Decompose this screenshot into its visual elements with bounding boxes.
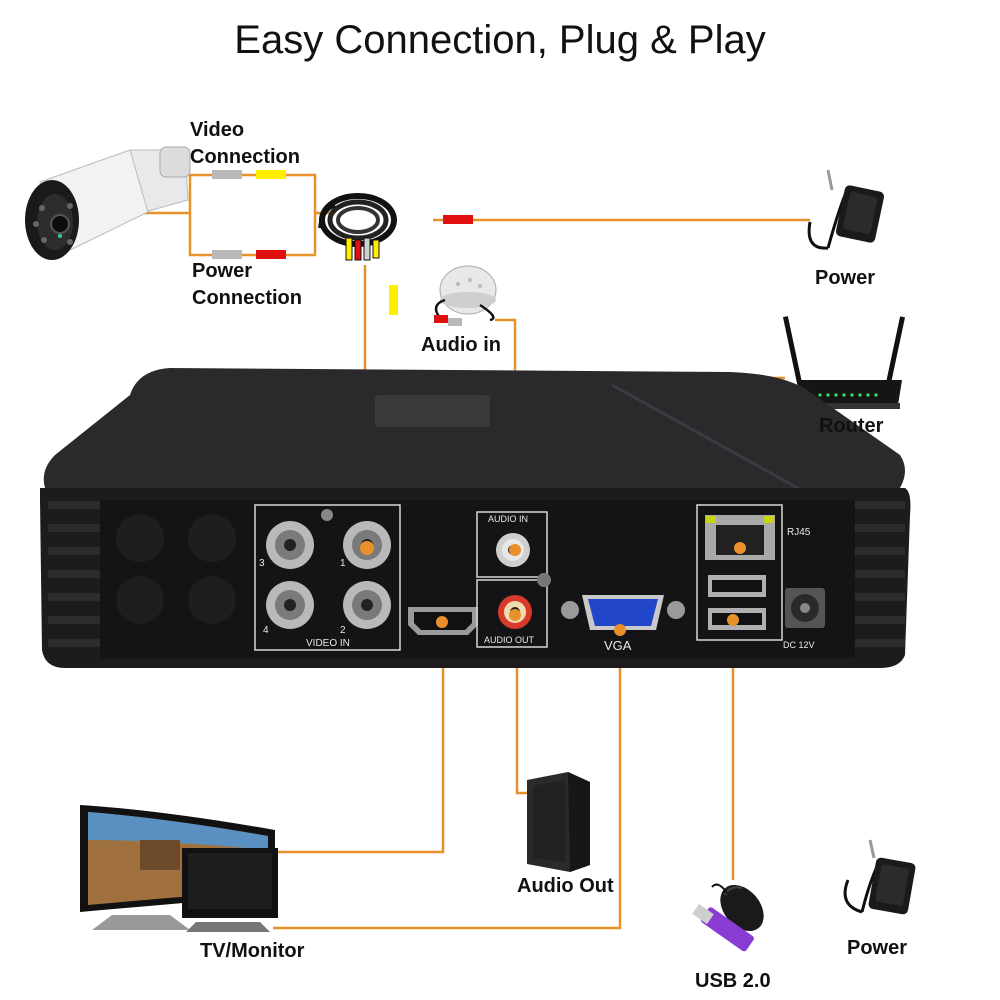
router-label: Router (819, 415, 884, 437)
router-icon (782, 316, 906, 409)
hdmi-line (270, 623, 445, 854)
bnc-number-2: 2 (340, 625, 346, 636)
power-connection-line1: Power (192, 260, 253, 282)
dc-power-jack (785, 588, 825, 628)
connection-dots (360, 541, 746, 636)
rj45-label: RJ45 (787, 527, 811, 538)
cable-coil-icon (318, 193, 397, 261)
video-connection-label: Video Connection (190, 117, 300, 171)
tv-monitor-icon (80, 805, 278, 932)
power-connection-line2: Connection (192, 287, 302, 309)
video-connection-line1: Video (190, 119, 245, 141)
power-top-label: Power (815, 267, 876, 289)
dvr-device (40, 368, 911, 668)
camera-split-loop (188, 173, 317, 257)
power-adapter-bottom-icon (843, 839, 916, 915)
audio-out-port-label: AUDIO OUT (484, 635, 535, 645)
bnc-port-3 (266, 521, 314, 569)
ground-screw (321, 509, 333, 521)
camera-icon (25, 146, 191, 260)
bnc-number-1: 1 (340, 558, 346, 569)
tv-monitor-label: TV/Monitor (200, 940, 305, 962)
power-plug-red (256, 250, 286, 259)
power-plug-gray (212, 250, 242, 259)
vga-label: VGA (604, 638, 632, 653)
video-plug-yellow-vertical (389, 285, 398, 315)
bnc-number-3: 3 (259, 558, 265, 569)
power-connection-label: Power Connection (192, 258, 302, 312)
video-in-label: VIDEO IN (306, 638, 350, 649)
video-plug-gray (212, 170, 242, 179)
bnc-video-in-panel (254, 504, 401, 651)
speaker-icon (527, 772, 590, 872)
bnc-port-2 (343, 581, 391, 629)
power-bottom-label: Power (847, 937, 908, 959)
audio-out-line (515, 617, 527, 795)
mouse-usb-icon (692, 883, 764, 952)
video-plug-yellow (256, 170, 286, 179)
audio-out-label: Audio Out (517, 875, 614, 897)
network-usb-panel (696, 504, 783, 641)
usb-label: USB 2.0 (695, 970, 771, 992)
bnc-port-4 (266, 581, 314, 629)
dvr-top-panel (375, 395, 490, 427)
dc-12v-label: DC 12V (783, 640, 815, 650)
microphone-icon (434, 265, 497, 326)
power-adapter-top-icon (807, 169, 885, 250)
audio-in-label: Audio in (421, 334, 501, 356)
vga-line (273, 630, 622, 930)
power-plug-red-adapter (443, 215, 473, 224)
video-connection-line2: Connection (190, 146, 300, 168)
vga-port (561, 595, 685, 630)
bnc-number-4: 4 (263, 625, 269, 636)
page-title: Easy Connection, Plug & Play (234, 18, 766, 62)
audio-in-port-label: AUDIO IN (488, 514, 529, 524)
usb-port-1 (708, 575, 766, 597)
